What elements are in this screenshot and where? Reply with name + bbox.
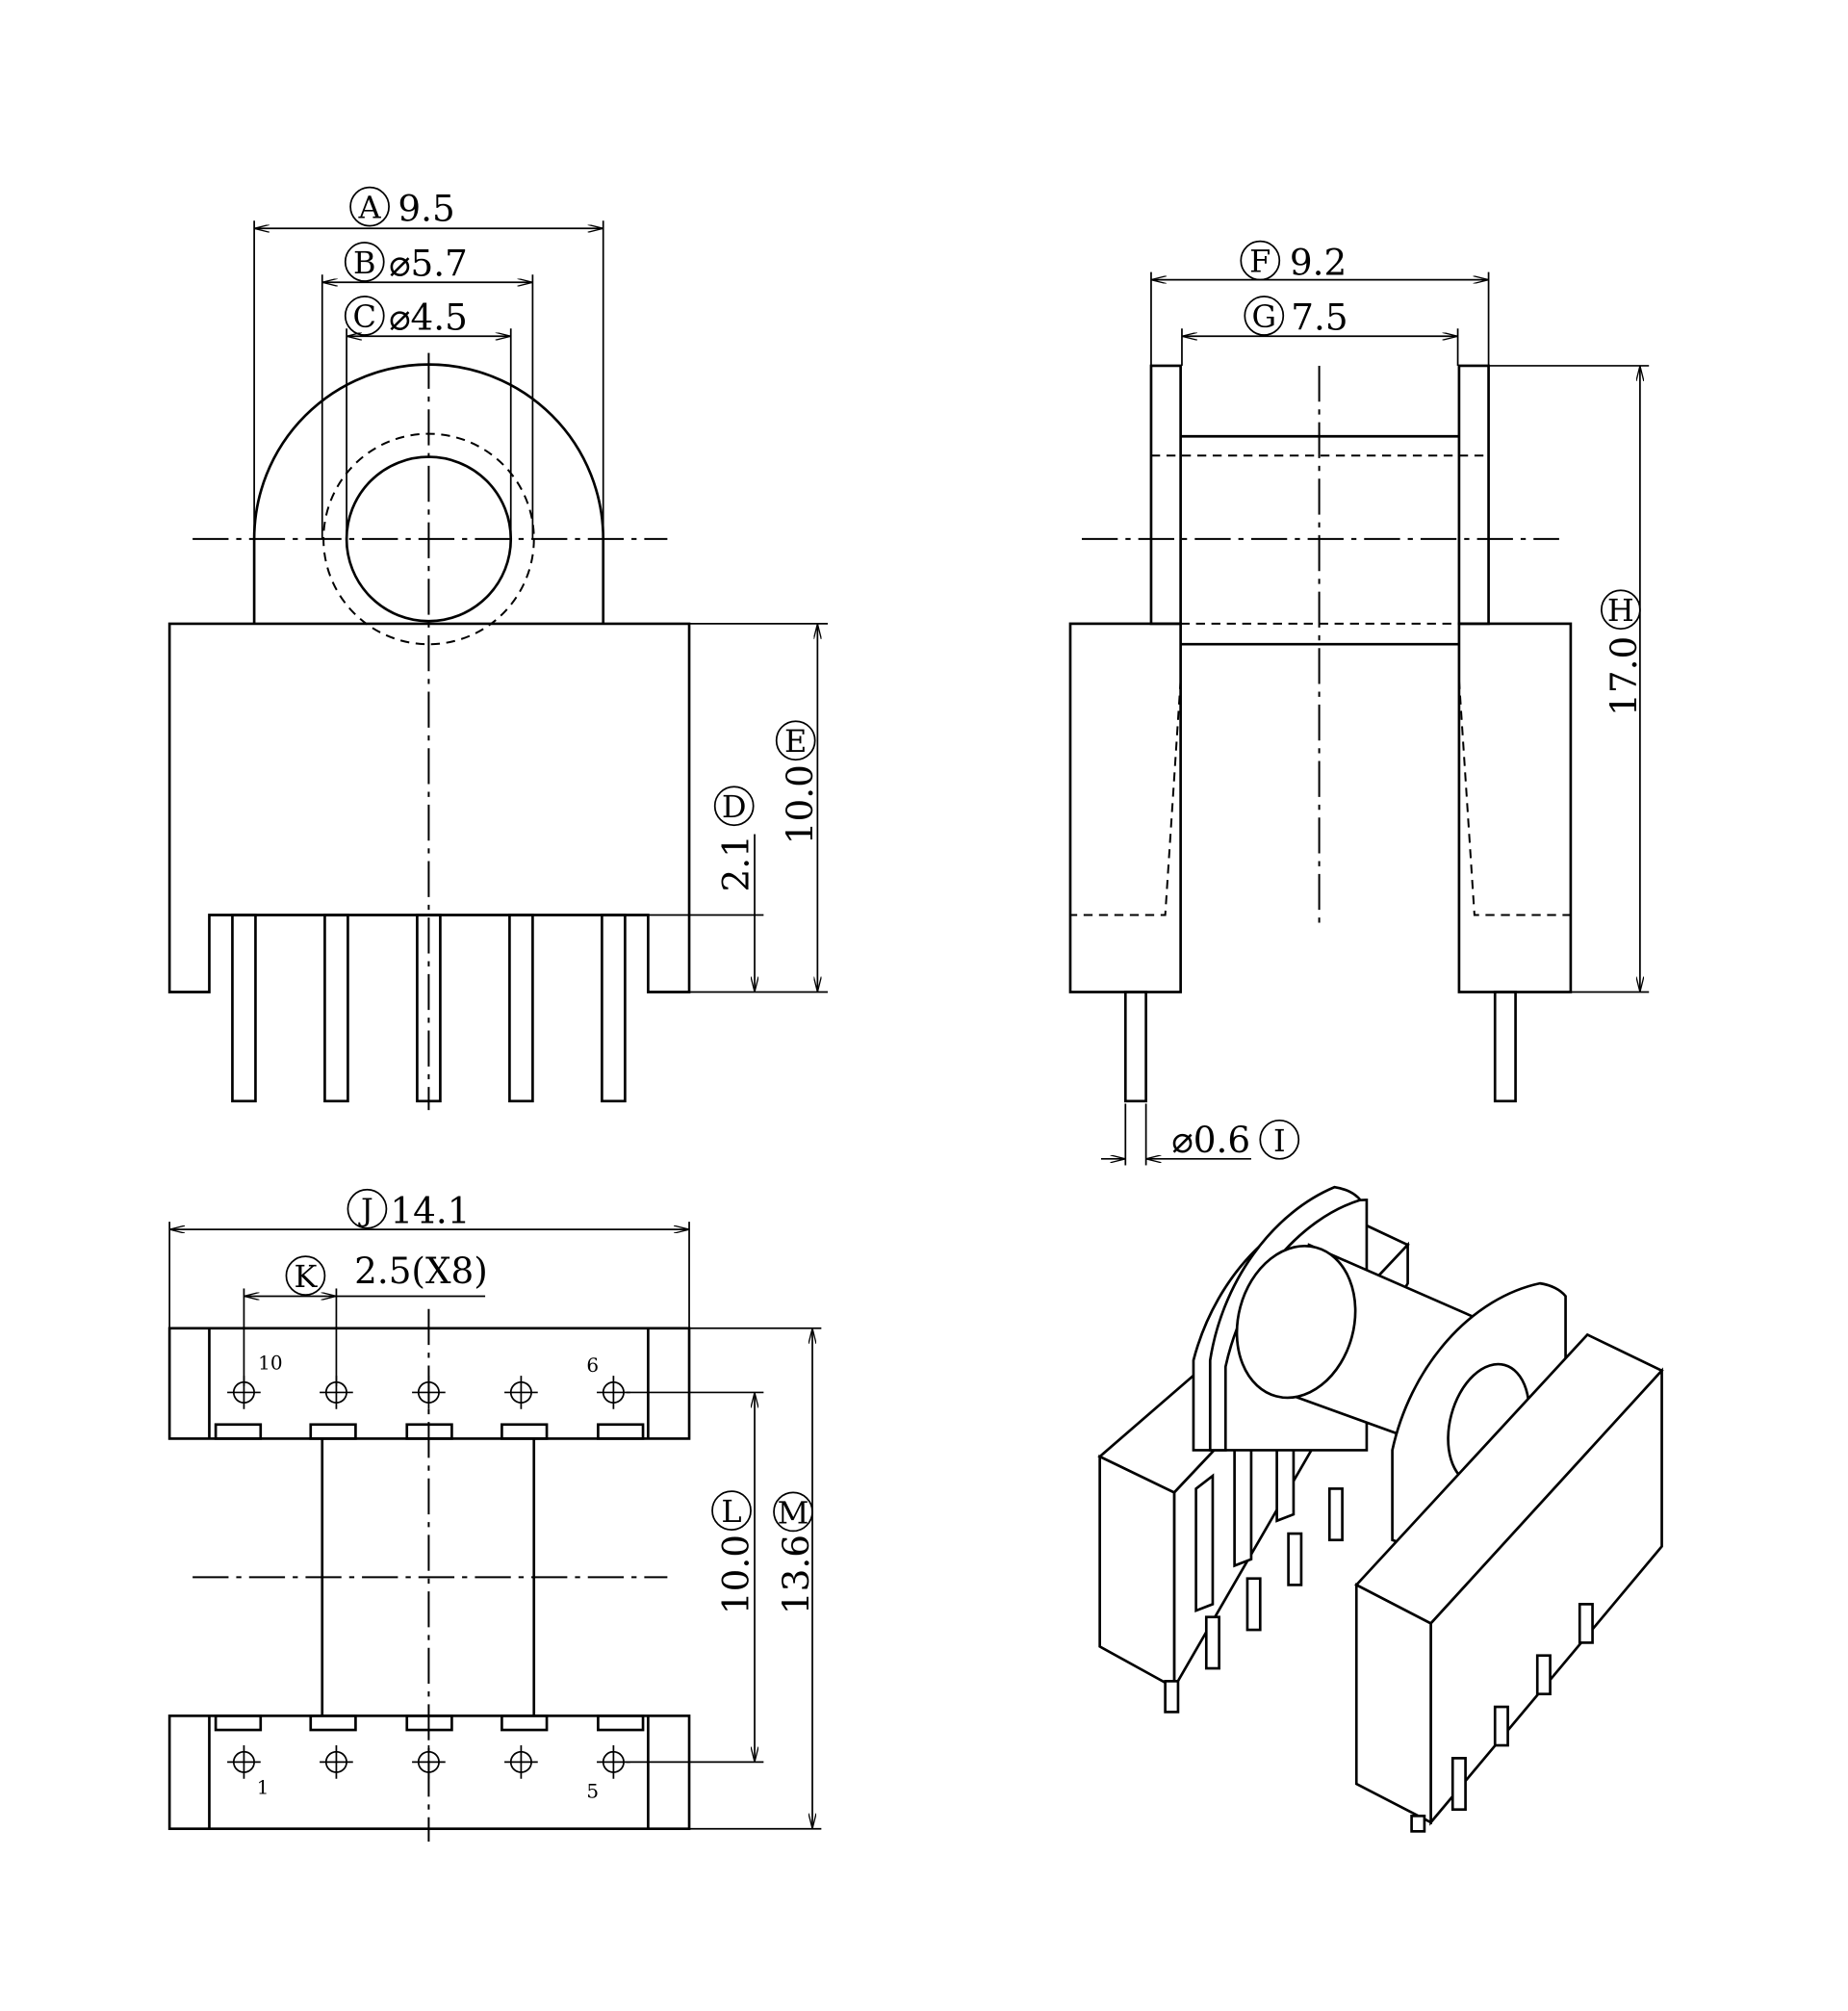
svg-text:14.1: 14.1 [390,1189,470,1231]
svg-text:D: D [722,788,747,825]
svg-text:17.0: 17.0 [1603,636,1645,716]
svg-text:2.5(X8): 2.5(X8) [354,1250,488,1292]
svg-text:⌀5.7: ⌀5.7 [389,243,468,285]
svg-text:13.6: 13.6 [775,1534,817,1614]
pin-number-10: 10 [258,1351,282,1374]
dimension-A: A 9.5 [253,186,604,539]
pin-number-6: 6 [586,1354,599,1377]
dimension-D: D 2.1 [648,786,829,993]
pin-number-5: 5 [586,1780,599,1803]
svg-text:G: G [1251,298,1276,335]
svg-text:B: B [353,245,376,281]
iso-pins-right [1410,1603,1594,1833]
svg-text:10.0: 10.0 [779,764,821,844]
svg-text:⌀4.5: ⌀4.5 [389,296,468,339]
svg-text:C: C [353,298,376,335]
dimension-G: G 7.5 [1181,296,1459,366]
svg-text:9.2: 9.2 [1290,241,1347,283]
svg-text:F: F [1249,244,1270,280]
base-left [1068,622,1182,993]
svg-text:M: M [778,1494,809,1531]
crosshair-icon [320,1745,353,1779]
bottom-view: 10 6 1 5 J 14.1 K 2.5(X8) L 10.0 M 13.6 [167,1188,822,1843]
crosshair-icon [504,1745,538,1779]
dimension-B: B ⌀5.7 [321,242,534,539]
svg-text:2.1: 2.1 [714,835,757,891]
pin-left [1123,991,1147,1103]
dimension-C: C ⌀4.5 [344,296,512,539]
svg-text:L: L [721,1493,741,1530]
svg-text:J: J [358,1192,373,1228]
svg-text:10.0: 10.0 [714,1534,757,1614]
pins [231,914,627,1103]
crosshair-icon [227,1745,261,1779]
svg-text:⌀0.6: ⌀0.6 [1171,1119,1250,1161]
iso-pins-left [1164,1487,1344,1714]
svg-text:H: H [1607,592,1634,629]
svg-text:9.5: 9.5 [398,187,454,229]
svg-text:A: A [358,190,382,226]
pin-right [1493,991,1517,1103]
dimension-L: L 10.0 [626,1391,764,1764]
dimension-E: E 10.0 [689,623,829,993]
svg-text:K: K [294,1258,318,1295]
crosshair-icon [597,1376,630,1409]
base-right [1457,622,1573,993]
svg-text:7.5: 7.5 [1291,296,1348,339]
dimension-M: M 13.6 [689,1327,822,1830]
isometric-view [1097,1185,1664,1833]
svg-text:I: I [1273,1122,1286,1159]
front-view: A 9.5 B ⌀5.7 C ⌀4.5 D 2.1 E 10.0 [167,186,829,1111]
flange-right [1457,364,1490,626]
crosshair-icon [597,1745,630,1779]
svg-text:E: E [784,723,807,760]
dimension-J: J 14.1 [168,1188,690,1328]
side-view: F 9.2 G 7.5 H 17.0 ⌀0.6 I [1068,240,1650,1166]
base-body [167,622,691,993]
pin-number-1: 1 [257,1776,270,1799]
flange-left [1149,364,1182,626]
crosshair-icon [504,1376,538,1409]
dimension-F: F 9.2 [1150,240,1490,366]
pin-holes [227,1376,630,1779]
dimension-I: ⌀0.6 I [1100,1103,1300,1166]
dimension-K: K 2.5(X8) [243,1250,488,1386]
dimension-H: H 17.0 [1488,365,1650,993]
